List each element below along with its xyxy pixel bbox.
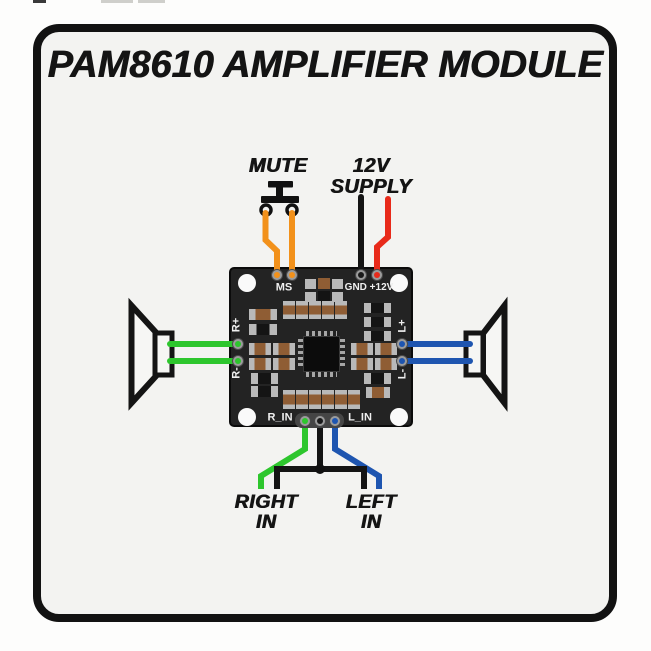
smd-component <box>375 343 397 355</box>
smd-component <box>364 373 391 384</box>
smd-component <box>309 390 321 409</box>
right-in-wire <box>258 421 308 489</box>
mute-wire-left <box>262 210 280 278</box>
speaker-left-channel-horn <box>480 296 508 412</box>
right-in-label-line2: IN <box>255 511 277 533</box>
mounting-hole <box>238 408 256 426</box>
board-label-l-minus: L- <box>396 368 409 380</box>
smd-component <box>348 390 360 409</box>
board-label-r-in: R_IN <box>267 411 293 424</box>
smd-component <box>335 390 347 409</box>
smd-component <box>351 358 373 370</box>
gnd-junction-dot <box>315 464 325 474</box>
left-in-label-line2: IN <box>360 511 382 533</box>
supply-label-line2: SUPPLY <box>330 176 412 198</box>
board-label-gnd-12v: GND +12V <box>344 282 394 293</box>
board-label-r-minus: R- <box>230 367 243 379</box>
mute-button-body <box>261 196 299 203</box>
smd-component <box>366 387 390 398</box>
amplifier-ic-chip <box>303 336 340 372</box>
smd-component <box>351 343 373 355</box>
ic-pins-right <box>340 339 345 369</box>
smd-component <box>364 331 391 341</box>
ic-pins-bottom <box>306 372 337 377</box>
top-edge-artifact <box>138 0 165 3</box>
smd-component <box>332 292 343 302</box>
smd-component <box>273 358 295 370</box>
smd-component <box>332 279 343 289</box>
smd-component <box>318 291 330 302</box>
board-label-l-plus: L+ <box>396 319 409 333</box>
ic-pins-top <box>306 331 337 336</box>
left-in-wire <box>332 421 382 489</box>
left-in-label-line1: LEFT <box>345 491 397 513</box>
board-label-r-plus: R+ <box>230 317 243 333</box>
top-edge-artifact <box>101 0 133 3</box>
smd-component <box>305 279 316 289</box>
speaker-left-channel-driver <box>463 330 486 378</box>
mute-button-cap <box>268 181 293 188</box>
smd-component <box>335 301 347 319</box>
speaker-right-channel-driver <box>152 330 175 378</box>
page-title: PAM8610 AMPLIFIER MODULE <box>47 44 603 86</box>
smd-component <box>364 317 391 327</box>
smd-component <box>322 301 334 319</box>
ic-pins-left <box>298 339 303 369</box>
mounting-hole <box>390 408 408 426</box>
board-label-l-in: L_IN <box>348 411 372 424</box>
smd-component <box>249 324 277 335</box>
mounting-hole <box>390 274 408 292</box>
top-edge-artifact <box>33 0 46 3</box>
smd-component <box>296 390 308 409</box>
smd-component <box>318 278 330 289</box>
smd-component <box>249 309 277 320</box>
smd-component <box>249 343 271 355</box>
mute-button-stem <box>276 187 283 197</box>
mounting-hole <box>238 274 256 292</box>
smd-component <box>305 292 316 302</box>
smd-component <box>309 301 321 319</box>
smd-component <box>251 386 278 397</box>
smd-component <box>296 301 308 319</box>
solder-pads <box>232 269 408 427</box>
right-in-label-line1: RIGHT <box>234 491 298 513</box>
smd-component <box>283 301 295 319</box>
supply-label-line1: 12V <box>352 155 390 177</box>
supply-12v-wire <box>374 196 391 278</box>
smd-component <box>283 390 295 409</box>
smd-component <box>364 303 391 313</box>
mute-label: MUTE <box>248 155 308 177</box>
smd-component <box>322 390 334 409</box>
smd-component <box>249 358 271 370</box>
smd-component <box>375 358 397 370</box>
board-label-ms: MS <box>275 281 293 294</box>
smd-component <box>251 373 278 384</box>
smd-component <box>273 343 295 355</box>
